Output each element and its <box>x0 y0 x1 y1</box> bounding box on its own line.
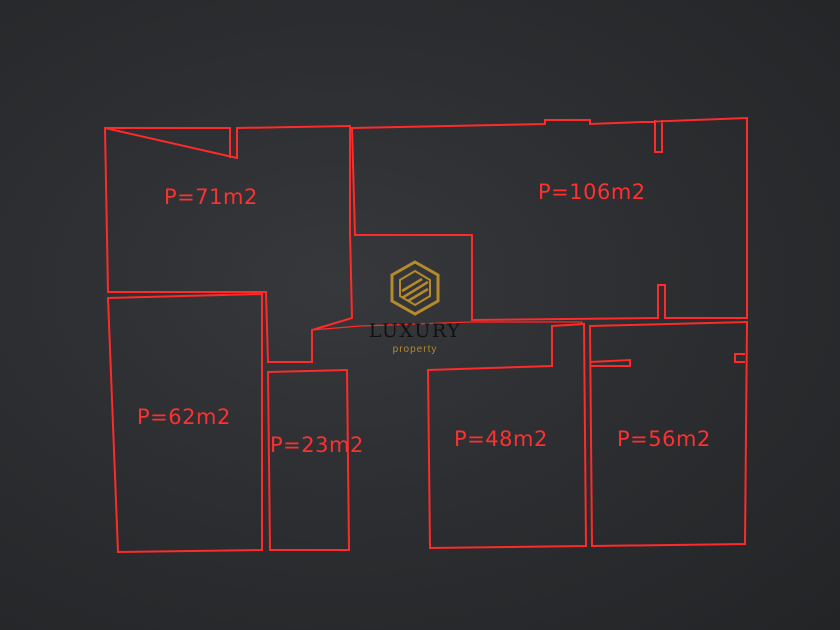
watermark-logo: LUXURY property <box>350 258 480 368</box>
hall-outline <box>311 321 583 331</box>
room-71-outline <box>103 124 354 363</box>
room-56-outline <box>588 320 749 548</box>
room-48-label: P=48m2 <box>454 427 548 451</box>
watermark-brand: LUXURY <box>368 320 462 342</box>
watermark-tagline: property <box>392 344 438 355</box>
room-56-label: P=56m2 <box>617 427 711 451</box>
room-62-label: P=62m2 <box>137 405 231 429</box>
room-23-label: P=23m2 <box>270 433 364 457</box>
hexagon-logo-icon <box>390 260 440 316</box>
room-106-outline <box>350 116 748 322</box>
room-71-label: P=71m2 <box>164 185 258 209</box>
room-48-outline <box>426 322 588 550</box>
room-23-outline <box>266 368 351 551</box>
room-62-outline <box>106 292 263 554</box>
room-106-label: P=106m2 <box>538 180 646 204</box>
